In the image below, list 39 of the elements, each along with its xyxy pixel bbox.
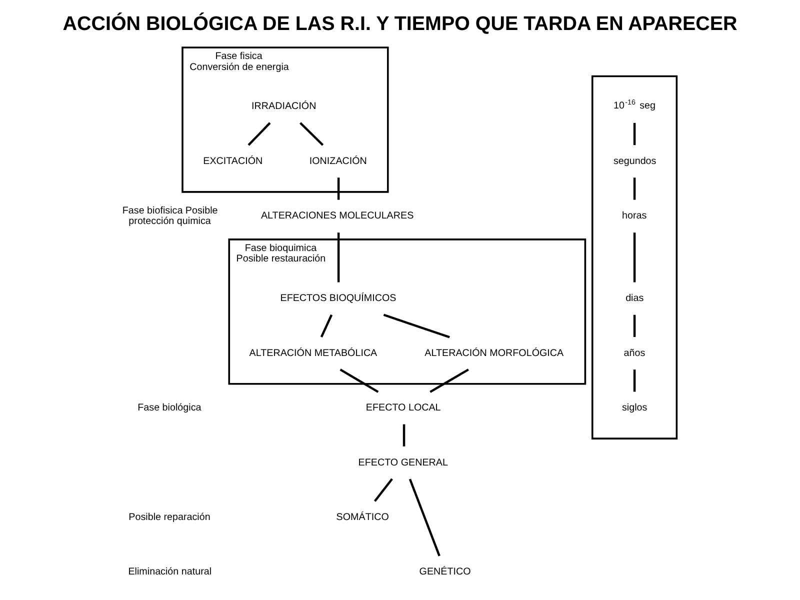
node-text: segundos: [613, 156, 656, 167]
node-text: ALTERACIÓN METABÓLICA: [249, 348, 378, 359]
node-text: ALTERACIÓN MORFOLÓGICA: [424, 348, 564, 359]
node-text: IONIZACIÓN: [309, 156, 367, 167]
node-text: EFECTO LOCAL: [366, 402, 441, 414]
cluster: [591, 75, 678, 440]
connector: [337, 232, 340, 282]
diagram-title: ACCIÓN BIOLÓGICA DE LAS R.I. Y TIEMPO QUE TARDA EN APARECER: [62, 13, 738, 36]
node-text: IRRADIACIÓN: [252, 101, 316, 112]
connector: [408, 478, 440, 556]
node-text: SOMÁTICO: [336, 512, 389, 524]
label: Posible reparación: [128, 512, 210, 524]
node-text: EFECTO GENERAL: [358, 457, 448, 468]
connector: [430, 368, 469, 393]
label: Eliminación natural: [128, 566, 212, 578]
label: Fase biológica: [138, 402, 202, 414]
node-text: EXCITACIÓN: [203, 156, 263, 167]
connector: [633, 370, 636, 392]
node-text: siglos: [622, 402, 648, 414]
node-text: ALTERACIONES MOLECULARES: [260, 210, 414, 222]
node-text: años: [624, 348, 646, 359]
connector: [633, 314, 636, 338]
node-text: dias: [626, 293, 644, 304]
connector: [320, 314, 333, 338]
connector: [633, 122, 636, 146]
node-text: 10$^{-16}$ seg: [613, 98, 656, 112]
node-text: horas: [622, 210, 647, 222]
connector: [337, 178, 340, 200]
node-text: GENÉTICO: [419, 566, 471, 578]
connector: [300, 122, 324, 146]
node-text: EFECTOS BIOQUÍMICOS: [280, 293, 396, 304]
connector: [633, 178, 636, 200]
connector: [340, 368, 379, 393]
label: Fase biofisica Posible protección quimica: [122, 205, 218, 228]
connector: [402, 424, 406, 446]
connector: [248, 122, 271, 146]
connector: [383, 314, 450, 338]
connector: [374, 478, 393, 502]
connector: [633, 232, 636, 282]
